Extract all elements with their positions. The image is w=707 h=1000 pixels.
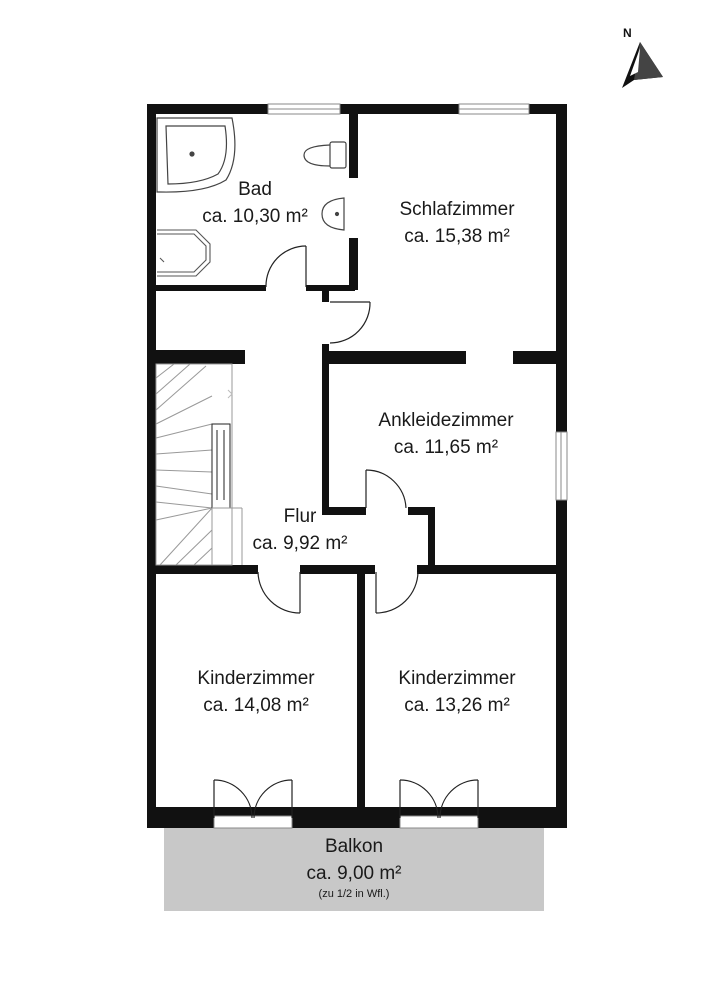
balcony-area xyxy=(164,827,544,911)
room-area: ca. 10,30 m² xyxy=(202,206,308,227)
room-note: (zu 1/2 in Wfl.) xyxy=(318,888,390,900)
room-label-schlafzimmer: Schlafzimmer ca. 15,38 m² xyxy=(367,196,547,250)
sink-icon xyxy=(321,197,345,231)
room-label-kinderzimmer-1: Kinderzimmer ca. 14,08 m² xyxy=(166,665,346,719)
door-openings xyxy=(258,178,417,575)
windows xyxy=(213,103,568,829)
room-name: Kinderzimmer xyxy=(197,668,315,689)
room-area: ca. 9,00 m² xyxy=(306,863,402,884)
room-name: Bad xyxy=(238,179,272,200)
room-label-balkon: Balkon ca. 9,00 m² (zu 1/2 in Wfl.) xyxy=(264,833,444,901)
staircase-icon xyxy=(155,363,243,566)
door-swing-icon xyxy=(213,245,479,819)
room-label-ankleidezimmer: Ankleidezimmer ca. 11,65 m² xyxy=(356,407,536,461)
room-name: Kinderzimmer xyxy=(398,668,516,689)
room-area: ca. 13,26 m² xyxy=(404,695,510,716)
room-name: Flur xyxy=(283,506,317,527)
room-area: ca. 11,65 m² xyxy=(393,437,499,458)
room-name: Balkon xyxy=(324,836,384,857)
room-label-bad: Bad ca. 10,30 m² xyxy=(175,176,335,230)
toilet-icon xyxy=(303,141,347,169)
bathtub-icon xyxy=(156,117,236,193)
shower-icon xyxy=(157,229,211,277)
compass-label: N xyxy=(623,26,632,40)
room-name: Ankleidezimmer xyxy=(378,410,514,431)
room-area: ca. 9,92 m² xyxy=(252,533,348,554)
north-arrow-icon: N xyxy=(622,26,663,88)
room-label-kinderzimmer-2: Kinderzimmer ca. 13,26 m² xyxy=(367,665,547,719)
room-label-flur: Flur ca. 9,92 m² xyxy=(230,503,370,557)
room-area: ca. 14,08 m² xyxy=(203,695,309,716)
room-area: ca. 15,38 m² xyxy=(404,226,510,247)
room-name: Schlafzimmer xyxy=(399,199,515,220)
